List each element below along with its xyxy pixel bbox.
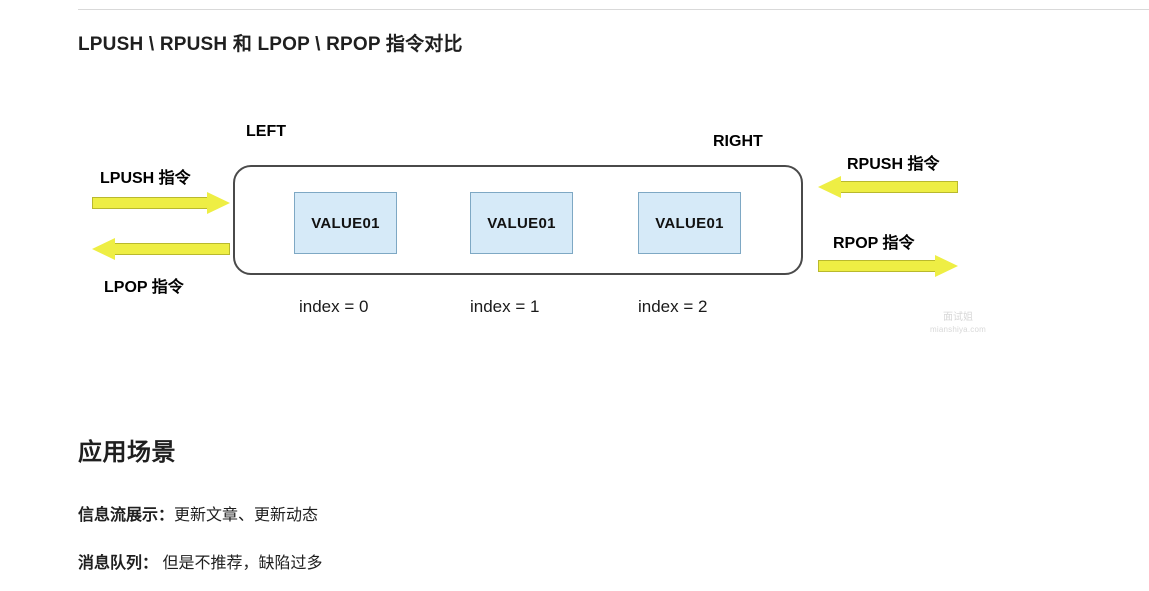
redis-list-diagram: LEFT RIGHT VALUE01 VALUE01 VALUE01 index… bbox=[92, 123, 986, 335]
page-title: LPUSH \ RPUSH 和 LPOP \ RPOP 指令对比 bbox=[78, 34, 463, 55]
lpop-label: LPOP 指令 bbox=[104, 279, 184, 296]
top-divider bbox=[78, 9, 1149, 10]
watermark: 面试姐 mianshiya.com bbox=[930, 312, 986, 335]
index-label-2: index = 2 bbox=[638, 297, 708, 316]
list-cell-1: VALUE01 bbox=[470, 192, 573, 254]
left-end-label: LEFT bbox=[246, 123, 286, 140]
scenario-desc-0: 更新文章、更新动态 bbox=[174, 507, 319, 524]
rpush-label: RPUSH 指令 bbox=[847, 156, 940, 173]
watermark-line-1: 面试姐 bbox=[942, 312, 973, 323]
index-label-0: index = 0 bbox=[299, 297, 369, 316]
list-cell-2: VALUE01 bbox=[638, 192, 741, 254]
lpop-arrow-icon bbox=[92, 238, 230, 260]
rpop-arrow-icon bbox=[818, 255, 958, 277]
scenario-item-1: 消息队列： 但是不推荐，缺陷过多 bbox=[78, 549, 322, 573]
lpush-label: LPUSH 指令 bbox=[100, 170, 191, 187]
scenario-term-1: 消息队列： bbox=[78, 555, 159, 572]
scenario-desc-1: 但是不推荐，缺陷过多 bbox=[158, 555, 323, 572]
right-end-label: RIGHT bbox=[713, 133, 763, 150]
scenario-item-0: 信息流展示：更新文章、更新动态 bbox=[78, 501, 318, 525]
index-label-1: index = 1 bbox=[470, 297, 540, 316]
list-cell-0: VALUE01 bbox=[294, 192, 397, 254]
rpush-arrow-icon bbox=[818, 176, 958, 198]
section-title: 应用场景 bbox=[78, 439, 176, 466]
rpop-label: RPOP 指令 bbox=[833, 235, 915, 252]
scenario-term-0: 信息流展示： bbox=[78, 507, 175, 524]
lpush-arrow-icon bbox=[92, 192, 230, 214]
watermark-line-2: mianshiya.com bbox=[930, 324, 986, 334]
